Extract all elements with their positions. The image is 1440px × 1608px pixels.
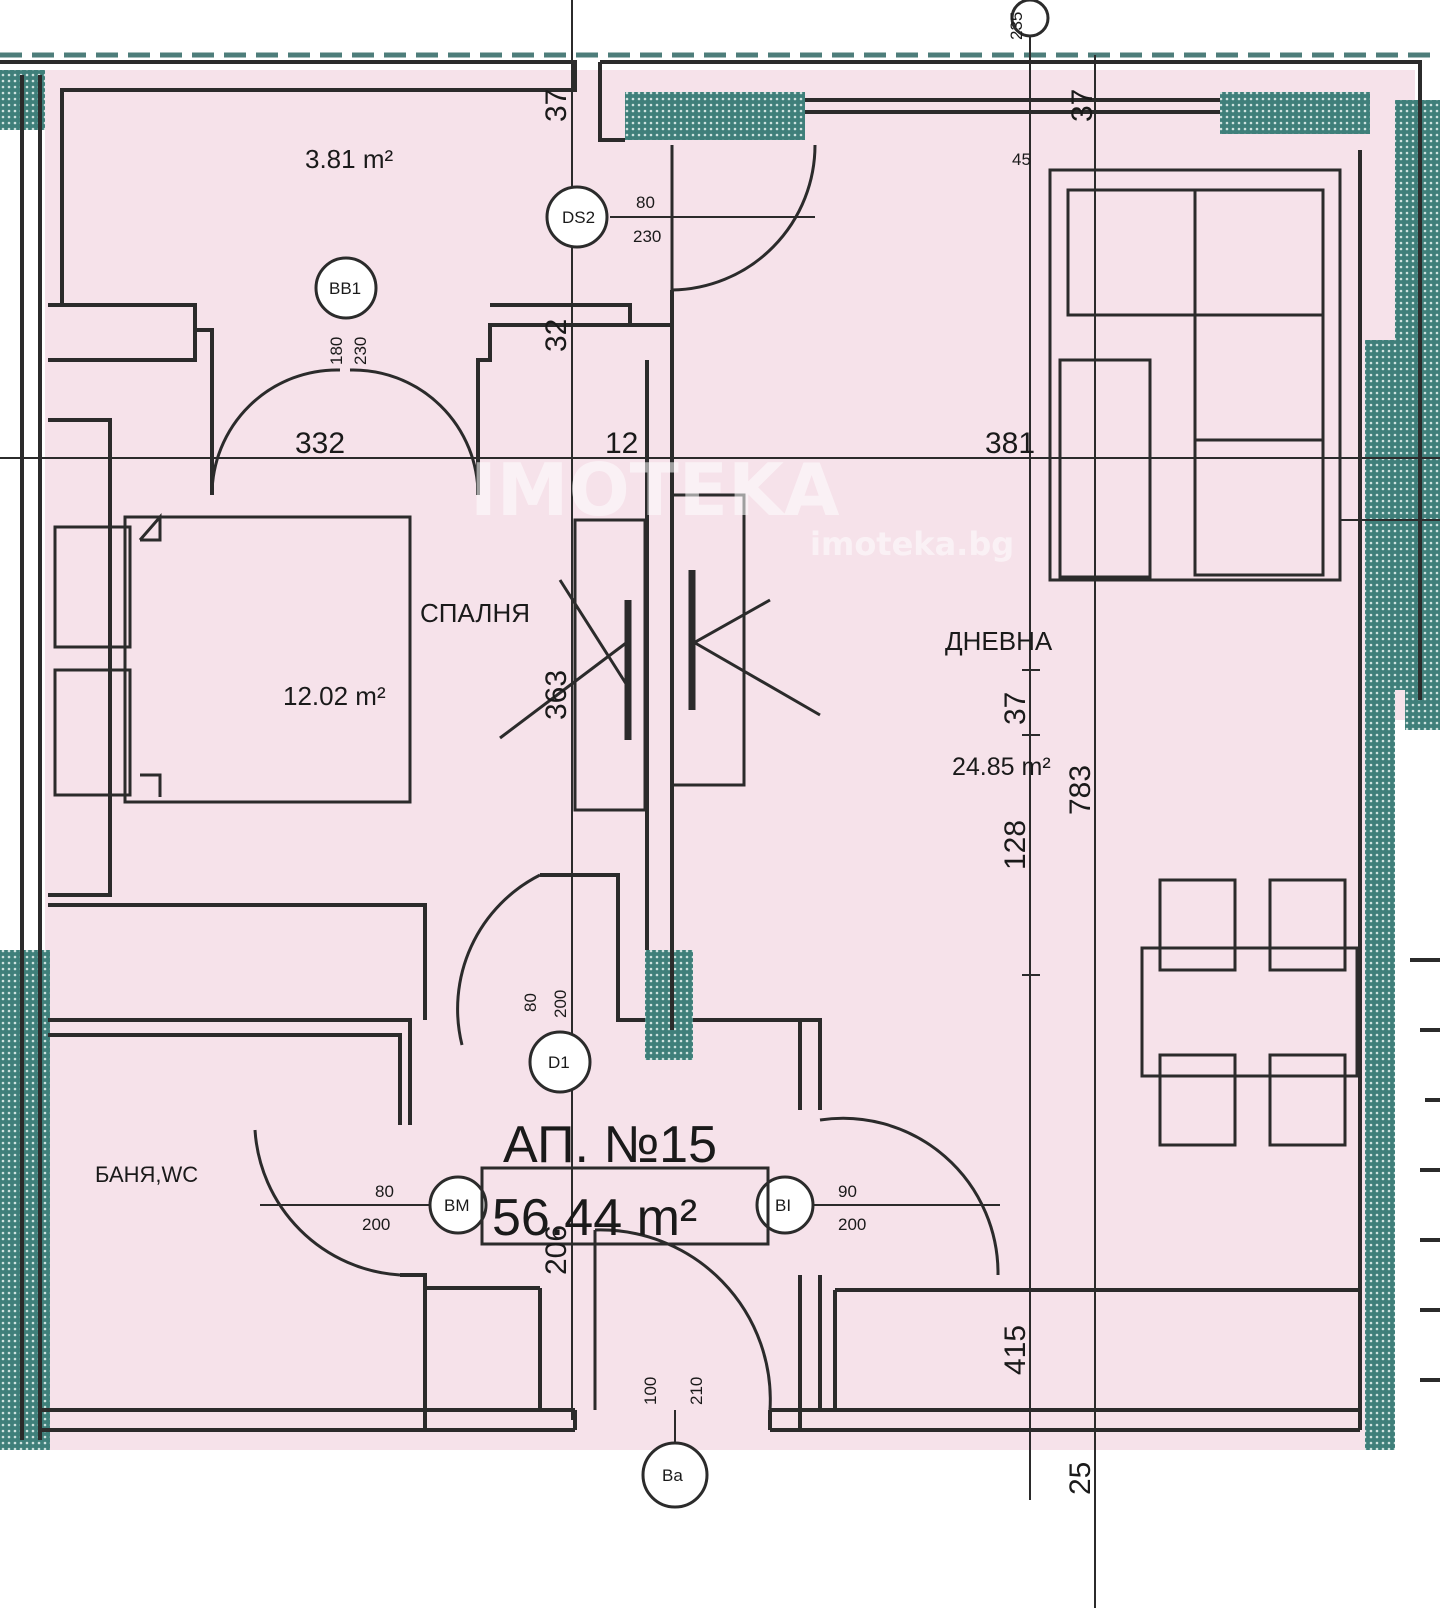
dim-363: 363 <box>540 670 573 720</box>
door-bi-width: 90 <box>838 1182 857 1201</box>
dim-128: 128 <box>999 820 1032 870</box>
door-bb1-height: 230 <box>351 337 370 365</box>
door-bm-height: 200 <box>362 1215 390 1234</box>
door-tag-ds2: DS2 <box>562 208 595 227</box>
dim-45: 45 <box>1012 150 1031 169</box>
dim-25: 25 <box>1064 1462 1097 1495</box>
dim-37-top: 37 <box>540 89 573 122</box>
door-d1-width: 80 <box>521 993 540 1012</box>
furniture <box>53 168 1359 1147</box>
total-area-box <box>480 1166 770 1246</box>
door-bm-width: 80 <box>375 1182 394 1201</box>
door-ds2-height: 230 <box>633 227 661 246</box>
door-swings <box>210 144 1000 1411</box>
bedroom-name: СПАЛНЯ <box>420 598 530 628</box>
door-bi-height: 200 <box>838 1215 866 1234</box>
bed <box>123 515 412 804</box>
door-d1-height: 200 <box>551 990 570 1018</box>
dim-206: 206 <box>540 1225 573 1275</box>
wardrobe <box>573 518 647 812</box>
dim-235: 235 <box>1007 12 1026 40</box>
dim-32: 32 <box>540 319 573 352</box>
door-tag-bi: BI <box>775 1196 791 1215</box>
dim-37-right: 37 <box>1066 89 1099 122</box>
living-name: ДНЕВНА <box>945 626 1053 656</box>
door-tags <box>314 0 1050 1509</box>
living-area: 24.85 m² <box>952 753 1051 781</box>
dim-332: 332 <box>295 427 345 460</box>
walls <box>0 60 1440 1440</box>
dim-415: 415 <box>999 1325 1032 1375</box>
door-tag-ba: Ba <box>662 1466 683 1485</box>
dim-783: 783 <box>1064 765 1097 815</box>
sofa <box>1048 168 1342 582</box>
hall-area: 3.81 m² <box>305 144 393 174</box>
door-ba-width: 100 <box>641 1377 660 1405</box>
door-tag-d1: D1 <box>548 1053 570 1072</box>
dim-12: 12 <box>605 427 638 460</box>
watermark-brand: IMOTEKA <box>470 448 840 532</box>
door-tag-bb1: BB1 <box>329 279 361 298</box>
dining-table <box>1140 946 1359 1078</box>
door-ba-height: 210 <box>687 1377 706 1405</box>
bath-name: БАНЯ,WC <box>95 1162 198 1187</box>
dim-37-mid: 37 <box>999 692 1032 725</box>
bedroom-area: 12.02 m² <box>283 681 386 711</box>
door-ds2-width: 80 <box>636 193 655 212</box>
dim-381: 381 <box>985 427 1035 460</box>
apartment-number: АП. №15 <box>503 1116 717 1174</box>
door-bb1-width: 180 <box>327 337 346 365</box>
watermark-site: imoteka.bg <box>810 525 1014 563</box>
coffee-table <box>1058 358 1152 579</box>
total-area: 56.44 m² <box>492 1189 697 1247</box>
door-tag-bm: BM <box>444 1196 470 1215</box>
